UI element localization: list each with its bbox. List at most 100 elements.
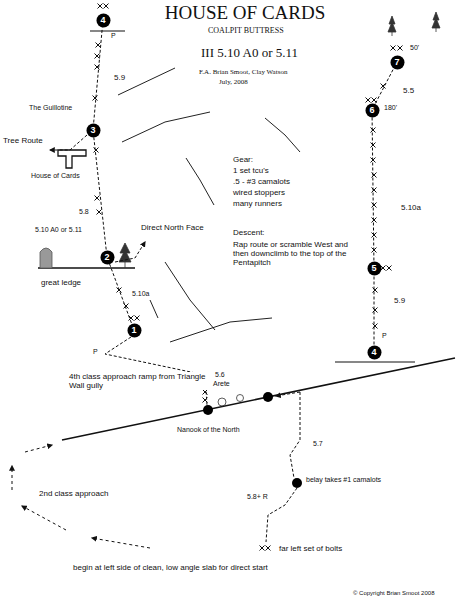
topo-label: Descent: [232,228,266,237]
bolt-symbol [373,308,378,313]
approach-arrow [12,445,150,548]
rock-contour [165,262,215,330]
topo-label: 2nd class approach [38,489,109,498]
tree-symbol [119,12,440,268]
belay-number: 4 [96,13,111,25]
topo-label: Arete [212,380,231,388]
bolt-symbol [381,84,386,89]
belay-ledge [90,30,125,31]
topo-label: 5.8+ R [246,493,269,501]
bolt-symbol [381,266,386,271]
bush-symbol [218,395,244,407]
topo-label: COALPIT BUTTRESS [207,26,285,35]
great-ledge [40,248,52,268]
bush-symbol [218,398,226,406]
route-line [50,135,300,542]
belay-number: 2 [100,250,115,262]
route-line [115,242,145,262]
bolt-symbol [94,148,99,153]
topo-label: F.A. Brian Smoot, Clay Watson [198,68,288,76]
belay-ledge [335,361,415,362]
belay-dot [263,392,273,402]
bolt-symbol [373,324,378,329]
topo-label: far left set of bolts [278,544,343,553]
bolt-symbol [372,203,377,208]
belay-circle-fill [365,103,379,117]
belay-number: 7 [390,55,405,67]
topo-label: 50' [409,44,420,52]
tree-symbol [388,16,396,32]
tree-symbol [125,262,126,268]
bolt-symbol [373,288,378,293]
bolt-symbol [371,143,376,148]
topo-label: 5.6 [214,371,226,379]
topo-label: P [110,32,117,40]
topo-label: wired stoppers [232,188,286,197]
route-connector [374,276,375,345]
tree-symbol [392,32,393,36]
topo-label: III 5.10 A0 or 5.11 [200,46,299,61]
bolt-symbol [93,96,98,101]
belay-number: 5 [367,261,382,273]
belay-circle-fill [367,345,381,359]
rock-contour [170,318,272,342]
belay-circle-fill [100,250,114,264]
topo-label: 5.7 [312,440,324,448]
topo-label: Nanook of the North [176,426,241,434]
bolt-symbol [372,173,377,178]
bolt-symbol [104,4,109,9]
great-ledge [38,248,135,268]
approach-ramp [62,358,455,440]
bolt-symbol [203,398,208,403]
topo-label: © Copyright Brian Smoot 2008 [352,590,435,597]
rock-contour [186,158,214,205]
belay-circle: 1 [127,323,142,338]
bush-symbol [237,395,244,402]
belay-dot [292,478,302,488]
route-connector [372,117,374,260]
route-line [290,392,300,478]
rock-contour [118,68,175,95]
topo-label: 5.10a [400,203,422,212]
belay-circle: 2 [100,250,115,265]
topo-label: belay takes #1 camalots [305,476,382,484]
bolt-symbol [260,546,265,551]
approach-arrow [92,538,150,548]
topo-label: The Guillotine [28,104,73,112]
bolt-symbol [387,266,392,271]
bolt-symbol [98,4,103,9]
route-connector [375,69,393,104]
house-of-cards-flake [58,150,86,168]
belay-number: 6 [365,103,380,115]
bolt-symbol [97,210,102,215]
topo-title: HOUSE OF CARDS [165,2,325,24]
belay-circle: 7 [390,55,405,70]
tree-symbol [436,28,437,32]
route-connector [94,137,106,249]
topo-label: .5 - #3 camalots [232,177,291,186]
belay-circle: 6 [365,103,380,118]
rock-contour [122,112,210,142]
belay-circle: 3 [86,123,101,138]
bolt-symbol [266,546,271,551]
route-line [276,392,300,396]
belay-circle-fill [367,261,381,275]
topo-label: P [92,348,99,356]
belay-circle-fill [390,55,404,69]
belay-number: 1 [127,323,142,335]
topo-label: 5.5 [402,86,415,95]
bolt-symbol [366,98,371,103]
topo-label: 5.10a [131,290,151,298]
topo-label: 1 set tcu's [232,166,270,175]
topo-label: 5.8 [78,208,90,216]
belay-circle-fill [86,123,100,137]
bolt-symbol [391,46,396,51]
belay-number: 4 [367,345,382,357]
topo-label: 4th class approach ramp from Triangle Wa… [68,372,210,390]
belay-circle-fill [127,323,141,337]
topo-label: House of Cards [30,172,81,180]
rock-contour [265,118,300,152]
route-line [266,488,297,542]
